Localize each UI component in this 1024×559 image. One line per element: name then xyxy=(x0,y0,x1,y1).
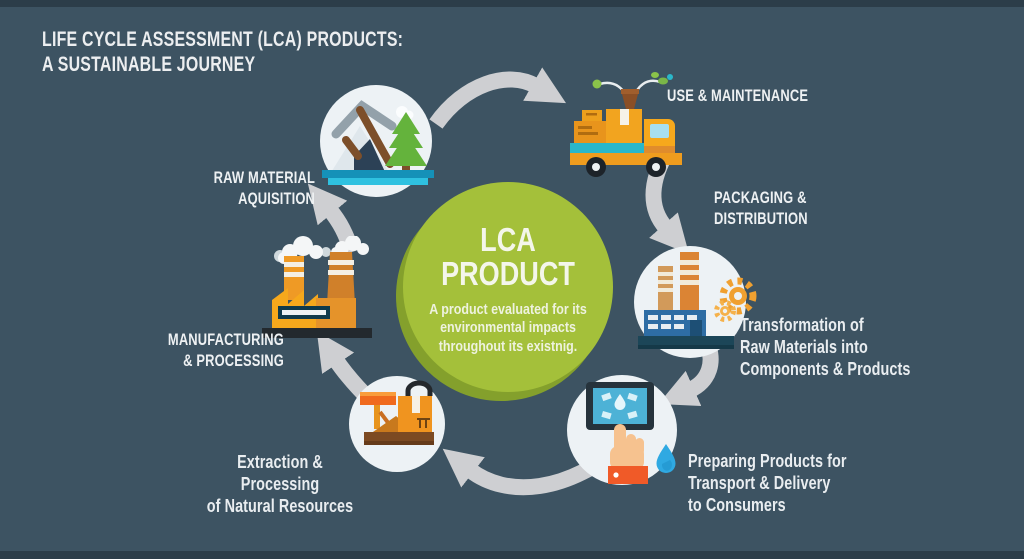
bottom-edge-band xyxy=(0,551,1024,559)
top-edge-band xyxy=(0,0,1024,7)
mining-boxes-icon xyxy=(349,376,445,472)
page-title-line2: A SUSTAINABLE JOURNEY xyxy=(42,52,256,77)
delivery-truck-icon xyxy=(570,72,682,177)
label-extraction-processing: Extraction & Processing of Natural Resou… xyxy=(206,452,354,516)
label-raw-material-acquisition: RAW MATERIAL AQUISITION xyxy=(213,168,315,209)
center-heading-lca: LCA xyxy=(480,221,536,258)
center-heading-product: PRODUCT xyxy=(441,255,575,293)
page-title: LIFE CYCLE ASSESSMENT (LCA) PRODUCTS: A … xyxy=(42,27,456,78)
water-droplet-icon xyxy=(656,444,676,473)
arrow-raw-to-use-icon xyxy=(429,67,567,129)
smokestack-factory-icon xyxy=(262,236,372,338)
factory-gear-icon xyxy=(634,246,757,358)
label-packaging-distribution: PACKAGING & DISTRIBUTION xyxy=(714,188,808,229)
center-description: A product evaluated for its environmenta… xyxy=(429,301,587,355)
label-preparing-transport: Preparing Products for Transport & Deliv… xyxy=(688,451,847,515)
label-transformation: Transformation of Raw Materials into Com… xyxy=(740,315,911,379)
center-circle: LCA PRODUCT A product evaluated for its … xyxy=(403,182,613,392)
label-manufacturing-processing: MANUFACTURING & PROCESSING xyxy=(167,330,284,371)
tablet-hand-icon xyxy=(567,375,677,485)
label-use-maintenance: USE & MAINTENANCE xyxy=(667,86,809,105)
page-title-line1: LIFE CYCLE ASSESSMENT (LCA) PRODUCTS: xyxy=(42,27,404,51)
mountain-pickaxe-tree-icon xyxy=(320,85,434,197)
